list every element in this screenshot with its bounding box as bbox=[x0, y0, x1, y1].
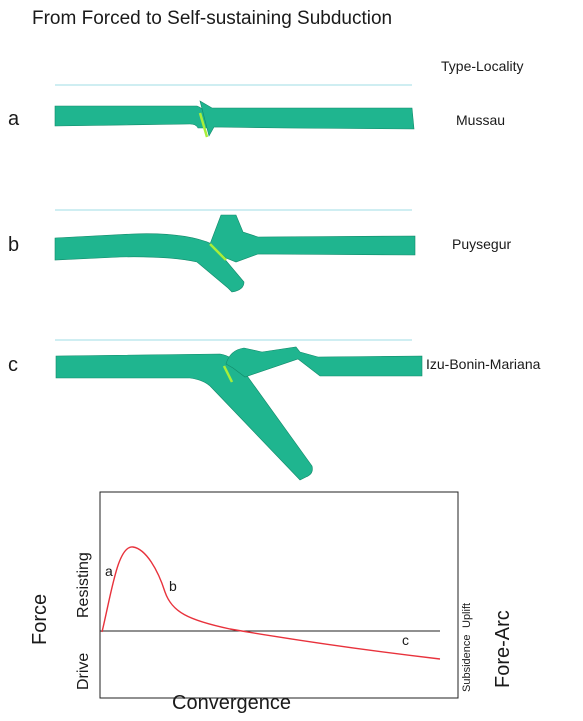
locality-mussau: Mussau bbox=[456, 112, 506, 128]
curve-point-label-b: b bbox=[169, 578, 177, 594]
panel-letter-c: c bbox=[8, 354, 18, 376]
drive-label-wrap: Drive bbox=[75, 653, 112, 708]
plate-a bbox=[54, 105, 208, 129]
fault-a bbox=[198, 112, 209, 138]
overriding-plate-a bbox=[199, 100, 415, 137]
type-locality-header: Type-Locality bbox=[441, 58, 524, 74]
resisting-label-wrap: Resisting bbox=[75, 552, 141, 636]
overriding-plate-b bbox=[209, 214, 416, 263]
subsidence-label: Subsidence bbox=[461, 634, 473, 693]
plate-c bbox=[55, 353, 313, 481]
drive-label: Drive bbox=[75, 652, 92, 690]
fault-c bbox=[222, 365, 234, 383]
resisting-label: Resisting bbox=[75, 552, 92, 618]
fore-arc-label-wrap: Fore-Arc bbox=[492, 610, 570, 711]
page-title: From Forced to Self-sustaining Subductio… bbox=[32, 8, 393, 29]
plate-b bbox=[54, 233, 245, 293]
panel-letter-b: b bbox=[8, 234, 20, 256]
curve-point-label-a: a bbox=[105, 563, 113, 579]
force-curve bbox=[101, 546, 441, 660]
graph-y-label: Force bbox=[29, 593, 51, 645]
uplift-label: Uplift bbox=[461, 602, 473, 628]
graph-frame bbox=[99, 491, 459, 699]
locality-puysegur: Puysegur bbox=[452, 236, 512, 252]
fault-b bbox=[209, 243, 227, 261]
graph-y-label-wrap: Force bbox=[29, 594, 80, 668]
locality-izu-bonin-mariana: Izu-Bonin-Mariana bbox=[426, 356, 541, 372]
panel-letter-a: a bbox=[8, 108, 20, 130]
overriding-plate-c bbox=[225, 346, 423, 378]
curve-point-label-c: c bbox=[402, 632, 409, 648]
fore-arc-label: Fore-Arc bbox=[492, 610, 514, 688]
graph-x-label: Convergence bbox=[172, 692, 291, 714]
